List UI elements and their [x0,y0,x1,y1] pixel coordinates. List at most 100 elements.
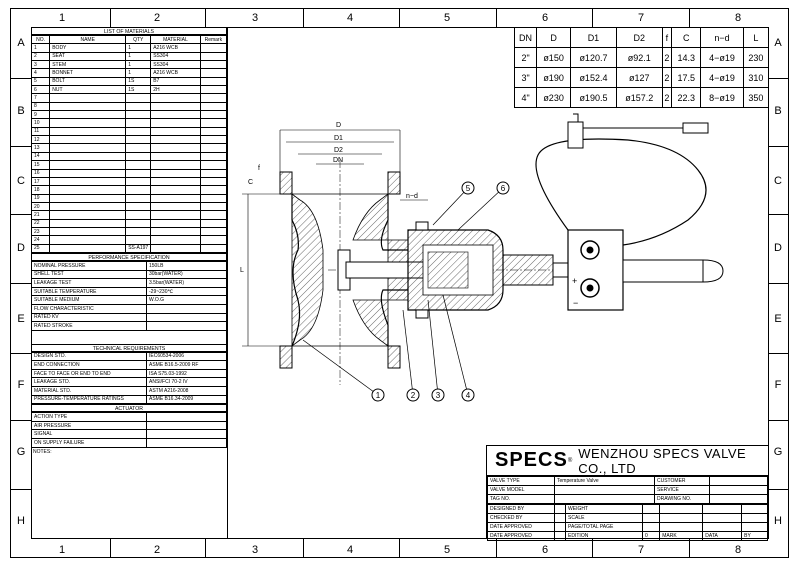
table-cell [49,176,127,187]
table-cell [199,210,228,220]
grid-row-label: A [774,37,782,49]
spec-label: LEAKAGE TEST [31,278,147,288]
table-cell [49,143,127,153]
dimension-cell: ø120.7 [570,47,617,68]
grid-tick [10,78,31,79]
materials-header: NAME [49,34,127,45]
spec-label: LEAKAGE STD. [31,377,147,388]
table-cell [199,135,228,145]
revision-cell [702,522,743,532]
table-cell: 24 [30,235,51,245]
table-row: AIR PRESSURE [31,420,227,431]
table-cell [49,151,127,162]
table-cell [199,176,228,187]
grid-tick [10,146,31,147]
table-cell [49,126,127,137]
title-field-value [554,485,655,495]
table-row: SIGNAL [31,429,227,440]
sign-value [642,504,661,514]
table-row: 11 [30,126,228,137]
table-row: 18 [30,185,228,195]
table-row: 20 [30,201,228,212]
grid-tick [592,8,593,27]
dimension-header: L [742,27,770,48]
grid-tick [769,78,789,79]
table-cell: 1 [125,60,152,70]
table-cell: STEM [49,60,127,70]
table-cell [125,235,152,245]
callout-number: 3 [436,391,441,400]
callout-leader [302,339,379,396]
grid-row-label: F [774,379,782,391]
table-cell [150,243,201,253]
grid-column-label: 3 [251,12,259,24]
grid-row-label: C [774,175,782,187]
grid-tick [769,214,789,215]
table-cell [49,101,127,112]
performance-title: PERFORMANCE SPECIFICATION [31,252,227,261]
table-cell: 16 [30,168,51,178]
grid-column-label: 5 [443,12,451,24]
grid-tick [399,8,400,27]
callout-number: 1 [376,391,381,400]
dim-label-D1: D1 [334,135,343,142]
spec-value [146,303,227,314]
grid-tick [769,489,789,490]
table-cell: 6 [30,85,51,95]
table-row: FLOW CHARACTERISTIC [31,303,227,314]
actuator-title: ACTUATOR [31,404,227,413]
table-cell [125,185,152,195]
plus-sign: + [572,276,577,286]
table-cell [199,101,228,112]
table-row: ON SUPPLY FAILURE [31,438,227,448]
registered-mark: ® [567,457,573,464]
table-cell [199,235,228,245]
dimension-header: DN [513,27,538,48]
dimension-cell: 4−ø19 [700,67,744,88]
grid-row-label: F [17,379,25,391]
grid-tick [10,489,31,490]
table-cell [49,118,127,128]
table-cell [49,193,127,203]
table-row: 9 [30,110,228,120]
company-name: WENZHOU SPECS VALVE CO., LTD [578,445,747,476]
table-cell [125,210,152,220]
table-cell [125,93,152,103]
grid-column-label: 2 [153,544,161,556]
table-cell [125,110,152,120]
table-cell [150,143,201,153]
table-cell: 8 [30,101,51,112]
table-cell [199,60,228,70]
sign-label: DATE APPROVED [487,522,555,532]
table-cell: 14 [30,151,51,162]
callout-number: 2 [411,391,416,400]
table-cell [125,218,152,228]
callout-circle [496,181,510,195]
table-cell [150,135,201,145]
table-cell [49,168,127,178]
table-cell: 1S [125,85,152,95]
table-cell [150,110,201,120]
title-field-value [709,485,768,495]
table-cell [199,151,228,162]
dimension-cell: ø127 [615,67,663,88]
table-cell: 25 [30,243,51,253]
spec-value: W.O.G [146,295,227,305]
title-field-label: VALVE TYPE [487,476,555,486]
table-cell: 13 [30,143,51,153]
spec-label: RATED KV [31,312,147,323]
spec-value: -29~230℃ [146,286,227,297]
table-cell [150,93,201,103]
table-row: 17 [30,176,228,187]
grid-tick [110,8,111,27]
table-cell: 19 [30,193,51,203]
dimension-header: n−d [700,27,744,48]
grid-tick [303,8,304,27]
